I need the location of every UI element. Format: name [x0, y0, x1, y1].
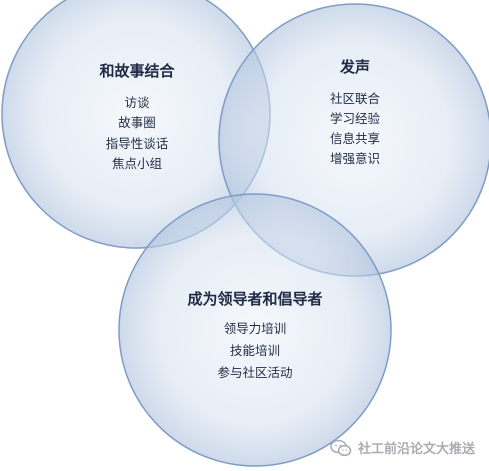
circle-story-item: 焦点小组	[112, 156, 162, 171]
wechat-icon	[330, 439, 352, 456]
circle-leader-item: 领导力培训	[224, 321, 287, 336]
circle-voice-item: 信息共享	[330, 131, 380, 146]
watermark-text: 社工前沿论文大推送	[357, 442, 475, 457]
circle-voice-item: 学习经验	[330, 111, 381, 126]
circle-leader-item: 技能培训	[230, 343, 280, 358]
circle-story-item: 故事圈	[118, 115, 156, 130]
circle-story-item: 访谈	[124, 95, 150, 110]
circle-story-title: 和故事结合	[99, 62, 175, 80]
circle-leader-item: 参与社区活动	[217, 365, 292, 380]
circle-leader	[118, 193, 392, 467]
circle-story-item: 指导性谈话	[106, 136, 169, 151]
circle-voice-title: 发声	[339, 58, 370, 76]
circle-leader-title: 成为领导者和倡导者	[187, 290, 322, 308]
circle-voice-item: 增强意识	[330, 151, 380, 166]
circle-voice-item: 社区联合	[330, 91, 381, 106]
watermark: 社工前沿论文大推送	[330, 438, 475, 457]
